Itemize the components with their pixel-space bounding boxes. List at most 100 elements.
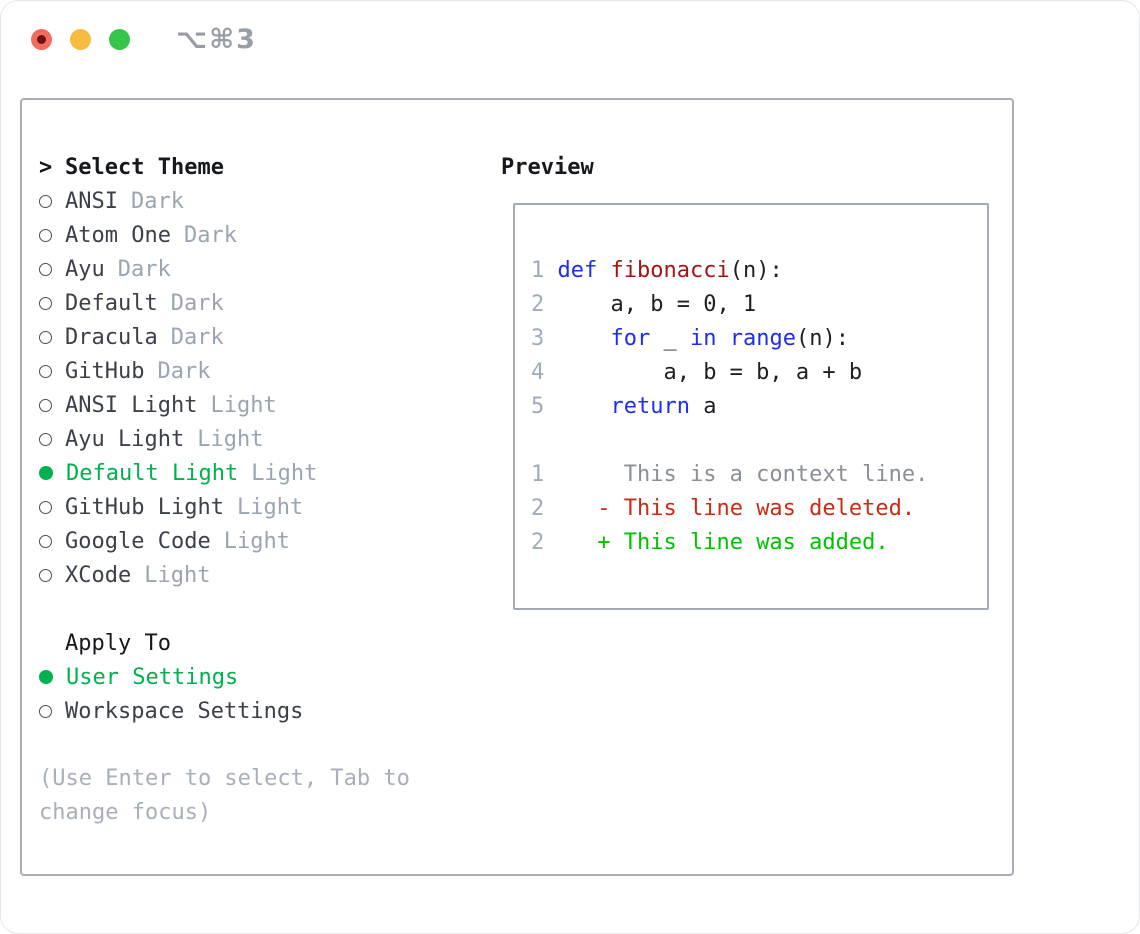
theme-variant: Dark (157, 358, 211, 384)
code-token-plain (558, 326, 611, 351)
diff-line: 1 This is a context line. (531, 458, 987, 492)
radio-icon (39, 432, 52, 446)
spacer (531, 424, 987, 458)
code-token-ctx: This is a context line. (557, 462, 929, 487)
theme-variant: Light (251, 460, 318, 486)
theme-name: Atom One (65, 222, 171, 248)
apply-to-header: Apply To (39, 626, 484, 660)
code-token-plain (558, 394, 611, 419)
theme-variant: Light (223, 528, 290, 554)
line-number: 5 (531, 394, 558, 419)
theme-name: Dracula (65, 324, 158, 350)
theme-option-xcode-light[interactable]: XCode Light (39, 558, 484, 592)
apply-option-label: User Settings (66, 664, 239, 690)
theme-variant: Dark (183, 222, 237, 248)
code-line: 3 for _ in range(n): (531, 322, 987, 356)
theme-variant: Dark (170, 324, 224, 350)
code-token-kw: def (557, 258, 611, 283)
code-token-del: - This line was deleted. (597, 496, 916, 521)
code-token-plain: a, b = b, a + b (557, 360, 863, 385)
diff-line: 2 + This line was added. (531, 526, 987, 560)
theme-name: GitHub (65, 358, 145, 384)
code-token-fn: fibonacci (610, 258, 730, 283)
apply-to-heading: Apply To (65, 630, 171, 656)
code-token-kw: return (610, 394, 690, 419)
spacer (39, 592, 484, 626)
theme-option-atom-one-dark[interactable]: Atom One Dark (39, 218, 484, 252)
line-number: 3 (531, 326, 558, 351)
help-text-line-2: change focus) (39, 800, 212, 825)
apply-option-user-settings[interactable]: User Settings (39, 660, 484, 694)
code-token-plain (558, 496, 598, 521)
zoom-button[interactable] (109, 28, 130, 50)
theme-option-dracula-dark[interactable]: Dracula Dark (39, 320, 484, 354)
radio-icon (39, 194, 52, 208)
code-line: 1 def fibonacci(n): (531, 254, 987, 288)
theme-option-github-dark[interactable]: GitHub Dark (39, 354, 484, 388)
code-token-kw: in (689, 326, 717, 351)
theme-select-header: > Select Theme (39, 150, 484, 184)
radio-icon (39, 228, 52, 242)
code-line: 2 a, b = 0, 1 (531, 288, 987, 322)
theme-name: Google Code (65, 528, 211, 554)
theme-name: Default Light (66, 460, 239, 486)
radio-icon (39, 568, 52, 582)
theme-variant: Light (210, 392, 277, 418)
theme-select-heading: Select Theme (65, 154, 224, 180)
theme-name: ANSI (65, 188, 118, 214)
help-text-line-1: (Use Enter to select, Tab to (39, 766, 410, 791)
theme-variant: Dark (170, 290, 224, 316)
code-token-plain: a (689, 394, 717, 419)
theme-name: Ayu Light (65, 426, 185, 452)
theme-option-google-code-light[interactable]: Google Code Light (39, 524, 484, 558)
theme-name: ANSI Light (65, 392, 198, 418)
theme-option-default-light-light[interactable]: Default Light Light (39, 456, 484, 490)
close-button[interactable] (31, 28, 52, 50)
preview-heading: Preview (501, 154, 594, 180)
titlebar: ⌥⌘3 (1, 1, 1139, 77)
radio-icon (39, 398, 52, 412)
radio-icon (39, 330, 52, 344)
theme-variant: Light (144, 562, 211, 588)
preview-header: Preview (501, 150, 1001, 184)
radio-icon (39, 704, 52, 718)
spacer (39, 728, 484, 762)
theme-option-github-light-light[interactable]: GitHub Light Light (39, 490, 484, 524)
apply-option-label: Workspace Settings (65, 698, 304, 724)
theme-option-ansi-dark[interactable]: ANSI Dark (39, 184, 484, 218)
radio-icon (39, 296, 52, 310)
code-line: 4 a, b = b, a + b (531, 356, 987, 390)
apply-option-workspace-settings[interactable]: Workspace Settings (39, 694, 484, 728)
theme-option-ayu-light-light[interactable]: Ayu Light Light (39, 422, 484, 456)
line-number: 2 (531, 496, 558, 521)
code-token-kw: for (610, 326, 651, 351)
minimize-button[interactable] (70, 28, 91, 50)
diff-preview: 1 This is a context line.2 - This line w… (531, 458, 987, 560)
radio-icon (39, 500, 52, 514)
theme-name: XCode (65, 562, 132, 588)
theme-name: GitHub Light (65, 494, 224, 520)
line-number: 2 (531, 292, 558, 317)
window-title: ⌥⌘3 (176, 23, 257, 55)
code-token-plain: a, b = 0, 1 (557, 292, 757, 317)
code-token-plain: (n): (729, 258, 783, 283)
theme-variant: Dark (130, 188, 184, 214)
theme-variant: Light (236, 494, 304, 520)
theme-variant: Light (197, 426, 264, 452)
radio-selected-icon (39, 670, 53, 684)
radio-icon (39, 364, 52, 378)
diff-line: 2 - This line was deleted. (531, 492, 987, 526)
line-number: 2 (531, 530, 558, 555)
radio-icon (39, 262, 52, 276)
code-token-add: + This line was added. (597, 530, 889, 555)
theme-option-ansi-light-light[interactable]: ANSI Light Light (39, 388, 484, 422)
code-token-plain: _ (650, 326, 690, 351)
